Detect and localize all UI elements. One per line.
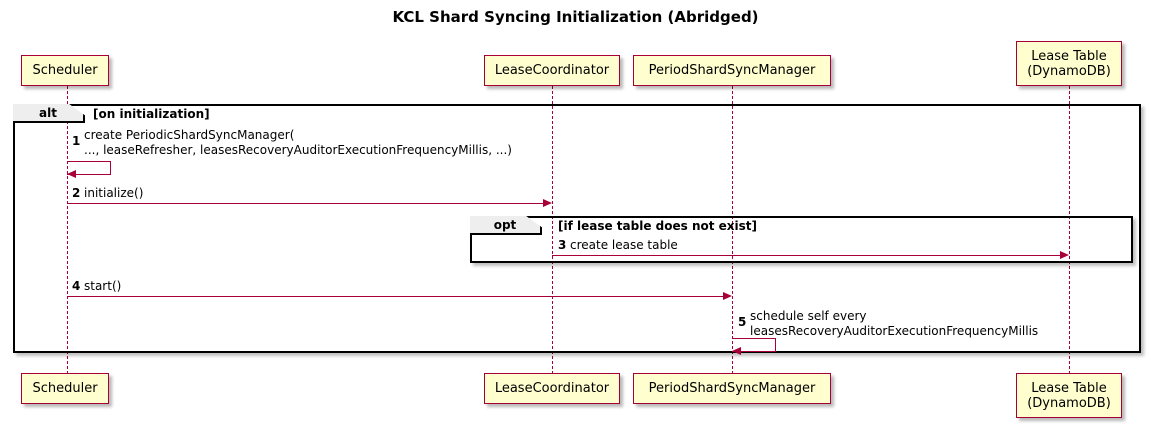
participant-periodshardsyncmanager-top-label: PeriodShardSyncManager [648, 63, 816, 78]
message-4-line [67, 296, 724, 297]
opt-frame-tab-label: opt [493, 217, 517, 232]
message-5-text: schedule self every leasesRecoveryAudito… [750, 309, 1039, 338]
message-1-arrowhead [67, 170, 76, 178]
participant-leasecoordinator-top-label: LeaseCoordinator [494, 63, 610, 78]
message-4-arrowhead [723, 292, 732, 300]
alt-frame-tab-label: alt [39, 105, 57, 120]
participant-scheduler-top-label: Scheduler [32, 63, 98, 78]
lifeline-leasetable [1069, 86, 1070, 374]
lifeline-leasecoordinator [552, 86, 553, 374]
participant-scheduler-bottom[interactable]: Scheduler [21, 373, 109, 404]
message-3-arrowhead [1060, 251, 1069, 259]
page-title: KCL Shard Syncing Initialization (Abridg… [392, 8, 759, 26]
message-1-self-loop [67, 161, 111, 175]
participant-scheduler-top[interactable]: Scheduler [21, 55, 109, 86]
message-5-self-loop [732, 338, 776, 352]
message-5-number: 5 [738, 315, 747, 329]
participant-leasetable-bottom-label: Lease Table (DynamoDB) [1027, 380, 1111, 411]
participant-scheduler-bottom-label: Scheduler [32, 381, 98, 396]
lifeline-scheduler [67, 86, 68, 374]
message-2-number: 2 [72, 186, 81, 200]
message-4-number: 4 [72, 279, 81, 293]
participant-leasecoordinator-top[interactable]: LeaseCoordinator [484, 55, 620, 86]
message-5-arrowhead [732, 347, 741, 355]
participant-periodshardsyncmanager-bottom-label: PeriodShardSyncManager [648, 381, 816, 396]
lifeline-periodshardsyncmanager [732, 86, 733, 374]
opt-frame [470, 216, 1133, 263]
participant-leasecoordinator-bottom[interactable]: LeaseCoordinator [484, 373, 620, 404]
alt-frame [13, 104, 1141, 353]
participant-leasetable-top-label: Lease Table (DynamoDB) [1027, 48, 1111, 79]
message-3-number: 3 [558, 238, 567, 252]
alt-frame-condition: [on initialization] [93, 107, 210, 121]
message-2-line [67, 203, 544, 204]
message-4-text: start() [84, 279, 122, 293]
message-2-arrowhead [543, 199, 552, 207]
message-3-text: create lease table [570, 238, 678, 252]
message-1-number: 1 [72, 134, 81, 148]
opt-frame-condition: [if lease table does not exist] [558, 219, 758, 233]
participant-periodshardsyncmanager-top[interactable]: PeriodShardSyncManager [633, 55, 831, 86]
participant-leasecoordinator-bottom-label: LeaseCoordinator [494, 381, 610, 396]
participant-leasetable-top[interactable]: Lease Table (DynamoDB) [1016, 41, 1122, 86]
participant-periodshardsyncmanager-bottom[interactable]: PeriodShardSyncManager [633, 373, 831, 404]
participant-leasetable-bottom[interactable]: Lease Table (DynamoDB) [1016, 373, 1122, 418]
message-1-text: create PeriodicShardSyncManager( ..., le… [84, 128, 512, 157]
message-3-line [552, 255, 1060, 256]
message-2-text: initialize() [84, 186, 144, 200]
